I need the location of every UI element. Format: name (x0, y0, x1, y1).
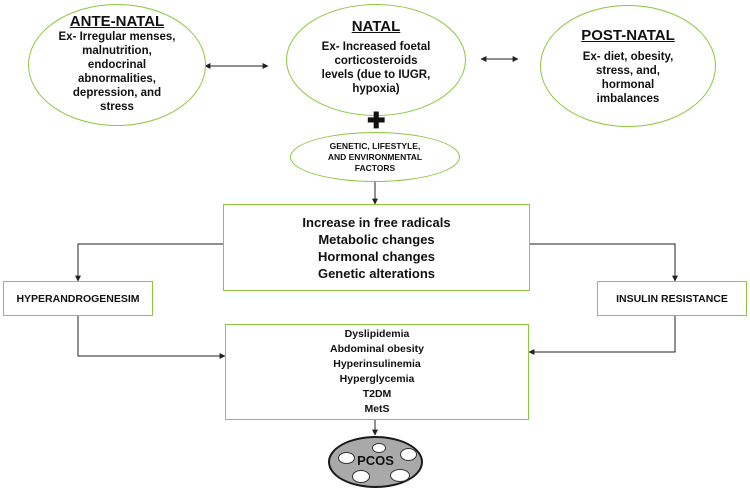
post-natal-line: stress, and, (596, 64, 660, 77)
changes-line: Genetic alterations (317, 265, 436, 281)
post-natal-title: POST-NATAL (581, 26, 675, 44)
changes-line: Metabolic changes (318, 231, 435, 247)
insulin-resistance-box: INSULIN RESISTANCE (597, 281, 747, 316)
pcos-label: PCOS (357, 453, 394, 468)
factors-ellipse: GENETIC, LIFESTYLE, AND ENVIRONMENTAL FA… (290, 132, 460, 182)
natal-ellipse: NATAL Ex- Increased foetal corticosteroi… (286, 4, 466, 116)
outcome-item: MetS (364, 403, 390, 415)
ante-natal-line: malnutrition, (82, 44, 152, 57)
factors-line: AND ENVIRONMENTAL (327, 151, 423, 162)
arrow-hyperandrogenesim-to-outcomes (77, 316, 226, 359)
ovary-follicle (400, 448, 417, 461)
natal-line: hypoxia) (352, 83, 400, 95)
insulin-resistance-label: INSULIN RESISTANCE (616, 292, 728, 305)
pcos-ovary: PCOS (328, 436, 423, 488)
post-natal-line: imbalances (596, 92, 660, 105)
ante-natal-line: abnormalities, (78, 72, 156, 85)
post-natal-line: Ex- diet, obesity, (582, 50, 674, 63)
ovary-follicle (338, 452, 355, 464)
natal-line: corticosteroids (334, 55, 418, 67)
hyperandrogenesim-box: HYPERANDROGENESIM (3, 281, 153, 316)
natal-line: levels (due to IUGR, (321, 69, 431, 81)
outcome-item: Hyperglycemia (339, 373, 415, 385)
arrow-changes-to-hyperandrogenesim (75, 243, 223, 282)
ante-natal-line: Ex- Irregular menses, (58, 30, 176, 43)
outcome-item: Dyslipidemia (344, 328, 410, 340)
outcome-item: T2DM (362, 388, 392, 400)
outcome-item: Abdominal obesity (330, 343, 424, 355)
ante-natal-ellipse: ANTE-NATAL Ex- Irregular menses, malnutr… (28, 4, 206, 126)
changes-line: Hormonal changes (317, 248, 436, 264)
ante-natal-line: stress (100, 100, 134, 113)
ovary-follicle (372, 443, 386, 453)
arrow-changes-to-insulin-resistance (530, 243, 678, 282)
ante-natal-title: ANTE-NATAL (69, 12, 165, 30)
changes-box: Increase in free radicals Metabolic chan… (223, 204, 530, 291)
ante-natal-line: depression, and (72, 86, 162, 99)
post-natal-line: hormonal (601, 78, 655, 91)
plus-icon: ✚ (367, 108, 386, 133)
ovary-follicle (390, 469, 410, 482)
ante-natal-line: endocrinal (87, 58, 147, 71)
post-natal-ellipse: POST-NATAL Ex- diet, obesity, stress, an… (540, 5, 716, 127)
factors-line: FACTORS (354, 162, 396, 173)
arrow-insulin-resistance-to-outcomes (528, 316, 676, 355)
outcomes-box: Dyslipidemia Abdominal obesity Hyperinsu… (225, 324, 529, 420)
changes-line: Increase in free radicals (302, 214, 451, 230)
factors-line: GENETIC, LIFESTYLE, (329, 140, 421, 151)
natal-line: Ex- Increased foetal (321, 41, 431, 53)
hyperandrogenesim-label: HYPERANDROGENESIM (16, 292, 140, 305)
natal-title: NATAL (351, 18, 401, 35)
outcome-item: Hyperinsulinemia (333, 358, 421, 370)
ovary-follicle (352, 470, 370, 483)
